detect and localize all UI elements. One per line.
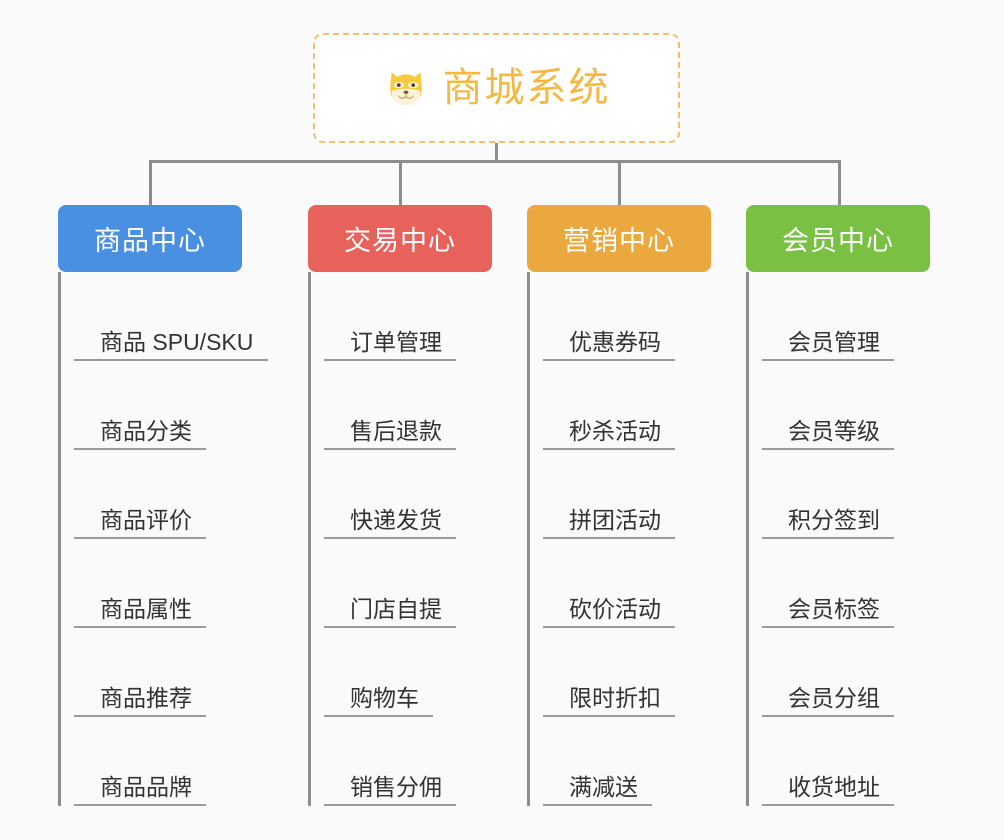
leaf-item[interactable]: 满减送: [543, 717, 652, 806]
leaf-item-label: 会员等级: [788, 417, 880, 444]
category-box-product-center[interactable]: 商品中心: [58, 205, 242, 272]
leaf-item[interactable]: 快递发货: [324, 450, 456, 539]
leaf-item-label: 优惠券码: [569, 328, 661, 355]
leaf-item-label: 门店自提: [350, 595, 442, 622]
leaf-item-label: 商品分类: [100, 417, 192, 444]
leaf-item[interactable]: 商品品牌: [74, 717, 206, 806]
leaf-item-label: 拼团活动: [569, 506, 661, 533]
category-column-member-center: 会员中心会员管理会员等级积分签到会员标签会员分组收货地址: [746, 205, 930, 806]
connector-horizontal-bus: [149, 160, 841, 163]
leaf-item-label: 商品推荐: [100, 684, 192, 711]
leaf-item[interactable]: 会员分组: [762, 628, 894, 717]
leaf-item-label: 满减送: [569, 773, 638, 800]
leaf-item[interactable]: 商品评价: [74, 450, 206, 539]
leaf-item[interactable]: 拼团活动: [543, 450, 675, 539]
leaf-item-label: 会员管理: [788, 328, 880, 355]
leaf-item[interactable]: 收货地址: [762, 717, 894, 806]
category-box-trade-center[interactable]: 交易中心: [308, 205, 492, 272]
leaf-item[interactable]: 门店自提: [324, 539, 456, 628]
leaf-item[interactable]: 会员管理: [762, 272, 894, 361]
leaf-item[interactable]: 优惠券码: [543, 272, 675, 361]
connector-drop-4: [838, 160, 841, 205]
connector-root-stem: [495, 143, 498, 163]
category-column-marketing-center: 营销中心优惠券码秒杀活动拼团活动砍价活动限时折扣满减送: [527, 205, 711, 806]
root-title: 商城系统: [442, 66, 611, 110]
category-box-marketing-center[interactable]: 营销中心: [527, 205, 711, 272]
leaf-item[interactable]: 商品分类: [74, 361, 206, 450]
leaf-item-label: 商品评价: [100, 506, 192, 533]
leaf-item-label: 购物车: [350, 684, 419, 711]
leaf-item-label: 快递发货: [350, 506, 442, 533]
leaf-item[interactable]: 秒杀活动: [543, 361, 675, 450]
leaf-item[interactable]: 会员标签: [762, 539, 894, 628]
category-label: 营销中心: [563, 226, 675, 256]
leaf-item-label: 会员分组: [788, 684, 880, 711]
leaf-item-label: 售后退款: [350, 417, 442, 444]
leaf-item-label: 商品属性: [100, 595, 192, 622]
leaf-item-label: 收货地址: [788, 773, 880, 800]
leaf-item[interactable]: 会员等级: [762, 361, 894, 450]
connector-drop-3: [618, 160, 621, 205]
shiba-dog-face-icon: [383, 65, 429, 111]
connector-drop-1: [149, 160, 152, 205]
leaf-item[interactable]: 购物车: [324, 628, 433, 717]
leaf-list-trade-center: 订单管理售后退款快递发货门店自提购物车销售分佣: [308, 272, 492, 806]
category-column-trade-center: 交易中心订单管理售后退款快递发货门店自提购物车销售分佣: [308, 205, 492, 806]
category-label: 商品中心: [94, 226, 206, 256]
category-column-product-center: 商品中心商品 SPU/SKU 商品分类商品评价商品属性商品推荐商品品牌: [58, 205, 268, 806]
leaf-item-label: 会员标签: [788, 595, 880, 622]
leaf-item[interactable]: 商品 SPU/SKU: [74, 272, 268, 361]
leaf-item-label: 砍价活动: [569, 595, 661, 622]
leaf-list-member-center: 会员管理会员等级积分签到会员标签会员分组收货地址: [746, 272, 930, 806]
category-label: 会员中心: [782, 226, 894, 256]
category-label: 交易中心: [344, 226, 456, 256]
leaf-list-marketing-center: 优惠券码秒杀活动拼团活动砍价活动限时折扣满减送: [527, 272, 711, 806]
leaf-item-label: 订单管理: [350, 328, 442, 355]
leaf-item[interactable]: 售后退款: [324, 361, 456, 450]
leaf-item-label: 商品品牌: [100, 773, 192, 800]
leaf-item[interactable]: 商品属性: [74, 539, 206, 628]
leaf-item-label: 积分签到: [788, 506, 880, 533]
leaf-item-label: 销售分佣: [350, 773, 442, 800]
leaf-item[interactable]: 限时折扣: [543, 628, 675, 717]
leaf-item[interactable]: 砍价活动: [543, 539, 675, 628]
category-box-member-center[interactable]: 会员中心: [746, 205, 930, 272]
leaf-item-label: 商品 SPU/SKU: [100, 328, 254, 355]
connector-drop-2: [399, 160, 402, 205]
leaf-item-label: 秒杀活动: [569, 417, 661, 444]
leaf-item[interactable]: 商品推荐: [74, 628, 206, 717]
leaf-item[interactable]: 销售分佣: [324, 717, 456, 806]
leaf-item[interactable]: 订单管理: [324, 272, 456, 361]
leaf-list-product-center: 商品 SPU/SKU 商品分类商品评价商品属性商品推荐商品品牌: [58, 272, 268, 806]
root-node[interactable]: 商城系统: [313, 33, 680, 143]
leaf-item-label: 限时折扣: [569, 684, 661, 711]
leaf-item[interactable]: 积分签到: [762, 450, 894, 539]
